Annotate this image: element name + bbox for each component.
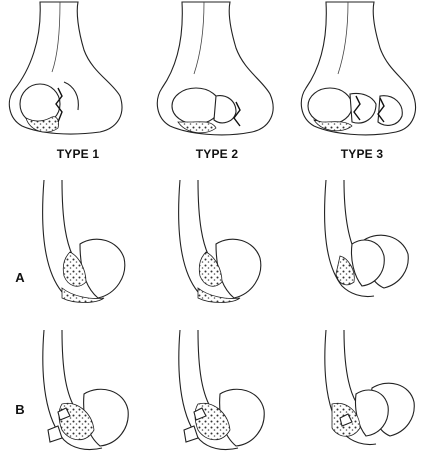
capitellum-fragment bbox=[307, 87, 353, 125]
bone-fragment bbox=[339, 413, 353, 427]
lateral-view-type-1-b bbox=[42, 329, 129, 451]
lateral-view-type-2-b bbox=[178, 329, 265, 451]
lateral-view-type-3-b bbox=[324, 329, 415, 446]
bone-fragment bbox=[47, 425, 63, 443]
lateral-view-type-1-a bbox=[42, 179, 126, 303]
anterior-view-type-1 bbox=[8, 1, 123, 135]
row-label-a: A bbox=[15, 270, 25, 285]
column-label-type-3: TYPE 3 bbox=[340, 147, 384, 161]
lateral-view-type-2-a bbox=[178, 179, 262, 303]
capitellum-fragment bbox=[171, 87, 221, 125]
column-label-type-1: TYPE 1 bbox=[56, 147, 100, 161]
column-label-type-2: TYPE 2 bbox=[195, 147, 239, 161]
capitellum-fragment bbox=[79, 238, 126, 299]
anterior-view-type-2 bbox=[156, 1, 274, 136]
lateral-view-type-3-a bbox=[324, 179, 409, 298]
row-label-b: B bbox=[15, 402, 25, 417]
anterior-view-type-3 bbox=[300, 1, 416, 136]
capitellum-fragment bbox=[215, 238, 262, 299]
bone-fragment bbox=[183, 425, 199, 443]
